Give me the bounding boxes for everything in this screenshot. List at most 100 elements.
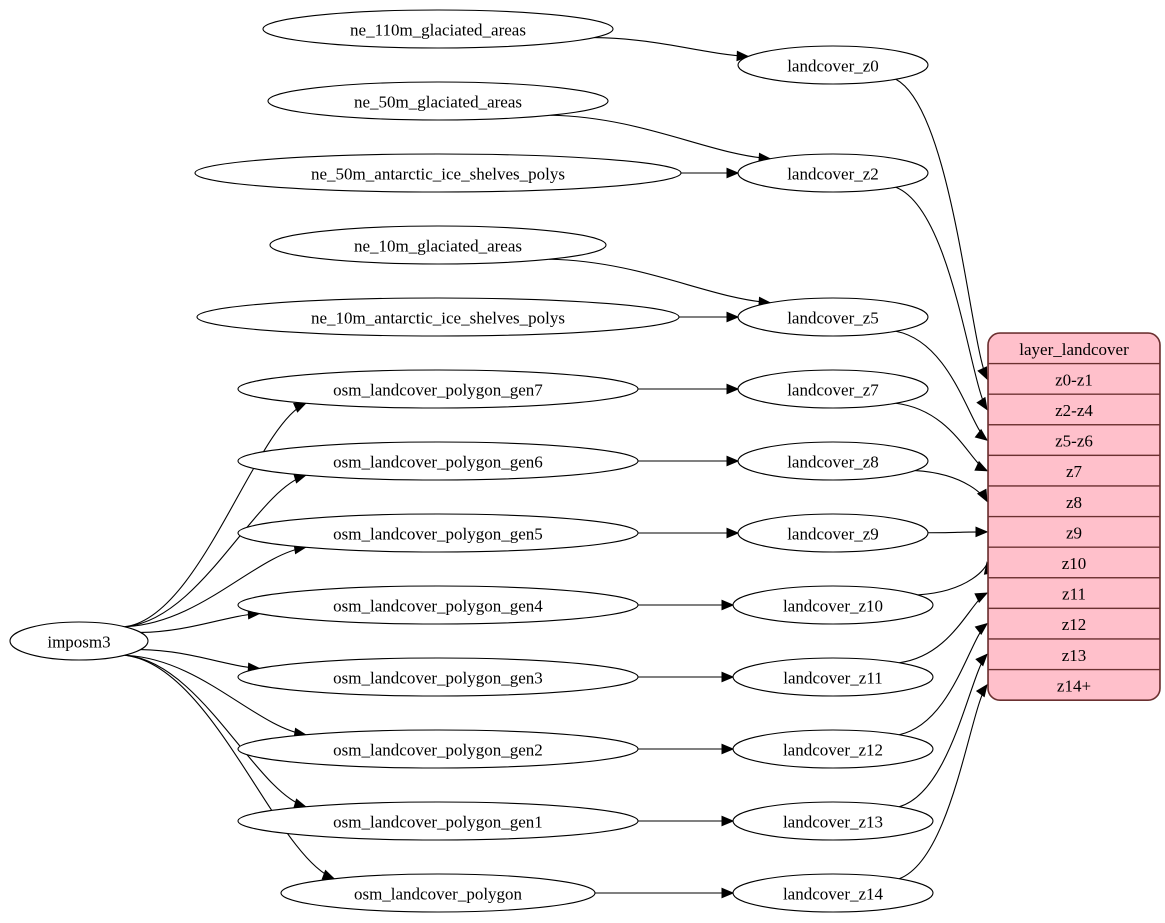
arrow-head xyxy=(721,743,735,755)
edge-lz8-to-row_z8 xyxy=(915,470,988,503)
table-row-label: z2-z4 xyxy=(1055,401,1093,420)
arrow-head xyxy=(974,622,989,636)
edge-line xyxy=(898,653,988,808)
node-shape xyxy=(737,297,929,337)
layer-landcover-table: layer_landcoverz0-z1z2-z4z5-z6z7z8z9z10z… xyxy=(987,332,1161,702)
edge-lz12-to-row_z12 xyxy=(899,622,989,736)
node-label: landcover_z10 xyxy=(783,597,883,616)
table-row-label: z13 xyxy=(1062,646,1087,665)
node-lz0[interactable]: landcover_z0 xyxy=(737,45,929,85)
node-label: landcover_z8 xyxy=(787,453,879,472)
node-lz13[interactable]: landcover_z13 xyxy=(732,801,934,841)
table-row[interactable]: z14+ xyxy=(988,668,1160,701)
node-lz7[interactable]: landcover_z7 xyxy=(737,369,929,409)
table-row-label: z14+ xyxy=(1057,676,1091,695)
table-row[interactable]: z2-z4 xyxy=(988,393,1160,426)
edge-ne50a-to-lz2 xyxy=(681,167,740,179)
node-gen6[interactable]: osm_landcover_polygon_gen6 xyxy=(237,441,639,481)
node-label: ne_110m_glaciated_areas xyxy=(350,21,526,40)
node-label: landcover_z2 xyxy=(787,165,879,184)
node-shape xyxy=(737,45,929,85)
node-gen3[interactable]: osm_landcover_polygon_gen3 xyxy=(237,657,639,697)
table-row[interactable]: z0-z1 xyxy=(988,362,1160,395)
arrow-head xyxy=(975,683,988,698)
node-ne50g[interactable]: ne_50m_glaciated_areas xyxy=(267,81,609,121)
arrow-head xyxy=(976,488,988,503)
node-label: landcover_z13 xyxy=(783,813,883,832)
node-shape xyxy=(237,657,639,697)
node-shape xyxy=(732,657,934,697)
node-ne110g[interactable]: ne_110m_glaciated_areas xyxy=(262,9,614,49)
edge-line xyxy=(549,258,771,304)
edge-gen6-to-lz8 xyxy=(638,455,740,467)
table-row-cell xyxy=(988,577,1160,610)
node-lz5[interactable]: landcover_z5 xyxy=(737,297,929,337)
table-row[interactable]: z12 xyxy=(988,607,1160,640)
node-imposm3[interactable]: imposm3 xyxy=(9,621,149,661)
arrow-head xyxy=(293,402,307,413)
arrow-head xyxy=(976,396,988,411)
node-gen7[interactable]: osm_landcover_polygon_gen7 xyxy=(237,369,639,409)
edge-line xyxy=(594,37,749,57)
edge-lz5-to-row_z5-z6 xyxy=(895,330,989,441)
node-label: osm_landcover_polygon_gen4 xyxy=(333,597,543,616)
node-gen5[interactable]: osm_landcover_polygon_gen5 xyxy=(237,513,639,553)
node-label: landcover_z12 xyxy=(783,741,883,760)
node-gen4[interactable]: osm_landcover_polygon_gen4 xyxy=(237,585,639,625)
node-label: landcover_z14 xyxy=(783,885,884,904)
arrow-head xyxy=(975,653,988,667)
table-row-cell xyxy=(988,362,1160,395)
edge-lz2-to-row_z2-z4 xyxy=(895,186,988,411)
node-gen0[interactable]: osm_landcover_polygon xyxy=(280,873,596,913)
table-row-cell xyxy=(988,515,1160,548)
edge-line xyxy=(124,654,335,880)
node-lz12[interactable]: landcover_z12 xyxy=(732,729,934,769)
node-lz2[interactable]: landcover_z2 xyxy=(737,153,929,193)
edge-line xyxy=(895,186,988,410)
table-row[interactable]: z10 xyxy=(988,546,1160,579)
edge-lz10-to-row_z10 xyxy=(917,561,995,596)
edge-line xyxy=(124,402,306,628)
table-row-label: z8 xyxy=(1066,493,1082,512)
node-gen1[interactable]: osm_landcover_polygon_gen1 xyxy=(237,801,639,841)
table-row[interactable]: z11 xyxy=(988,577,1160,610)
table-row[interactable]: z5-z6 xyxy=(988,424,1160,457)
node-shape xyxy=(237,585,639,625)
node-lz14[interactable]: landcover_z14 xyxy=(732,873,934,913)
table-row-cell xyxy=(988,454,1160,487)
table-row[interactable]: z9 xyxy=(988,515,1160,548)
edge-lz0-to-row_z0-z1 xyxy=(895,78,988,381)
node-label: landcover_z5 xyxy=(787,309,879,328)
table-row[interactable]: z8 xyxy=(988,485,1160,518)
edge-ne110g-to-lz0 xyxy=(594,37,750,62)
node-shape xyxy=(237,441,639,481)
node-label: osm_landcover_polygon_gen3 xyxy=(333,669,543,688)
node-lz11[interactable]: landcover_z11 xyxy=(732,657,934,697)
table-row-cell xyxy=(988,424,1160,457)
table-row[interactable]: z13 xyxy=(988,638,1160,671)
node-ne10a[interactable]: ne_10m_antarctic_ice_shelves_polys xyxy=(196,297,680,337)
edge-gen5-to-lz9 xyxy=(638,527,740,539)
edge-gen2-to-lz12 xyxy=(637,743,735,755)
node-shape xyxy=(237,801,639,841)
table-row-label: z5-z6 xyxy=(1055,432,1093,451)
node-label: osm_landcover_polygon_gen1 xyxy=(333,813,543,832)
node-ne10g[interactable]: ne_10m_glaciated_areas xyxy=(269,225,607,265)
node-lz10[interactable]: landcover_z10 xyxy=(732,585,934,625)
node-gen2[interactable]: osm_landcover_polygon_gen2 xyxy=(237,729,639,769)
node-shape xyxy=(737,369,929,409)
edge-line xyxy=(917,562,988,596)
edge-lz9-to-row_z9 xyxy=(927,526,989,538)
edges-layer xyxy=(124,37,995,899)
node-shape xyxy=(732,585,934,625)
node-shape xyxy=(237,729,639,769)
node-lz9[interactable]: landcover_z9 xyxy=(737,513,929,553)
arrow-head xyxy=(721,671,735,683)
node-ne50a[interactable]: ne_50m_antarctic_ice_shelves_polys xyxy=(194,153,682,193)
edge-line xyxy=(124,546,306,628)
node-label: ne_50m_glaciated_areas xyxy=(354,93,522,112)
node-label: osm_landcover_polygon_gen2 xyxy=(333,741,543,760)
node-lz8[interactable]: landcover_z8 xyxy=(737,441,929,481)
table-row[interactable]: z7 xyxy=(988,454,1160,487)
node-shape xyxy=(732,801,934,841)
